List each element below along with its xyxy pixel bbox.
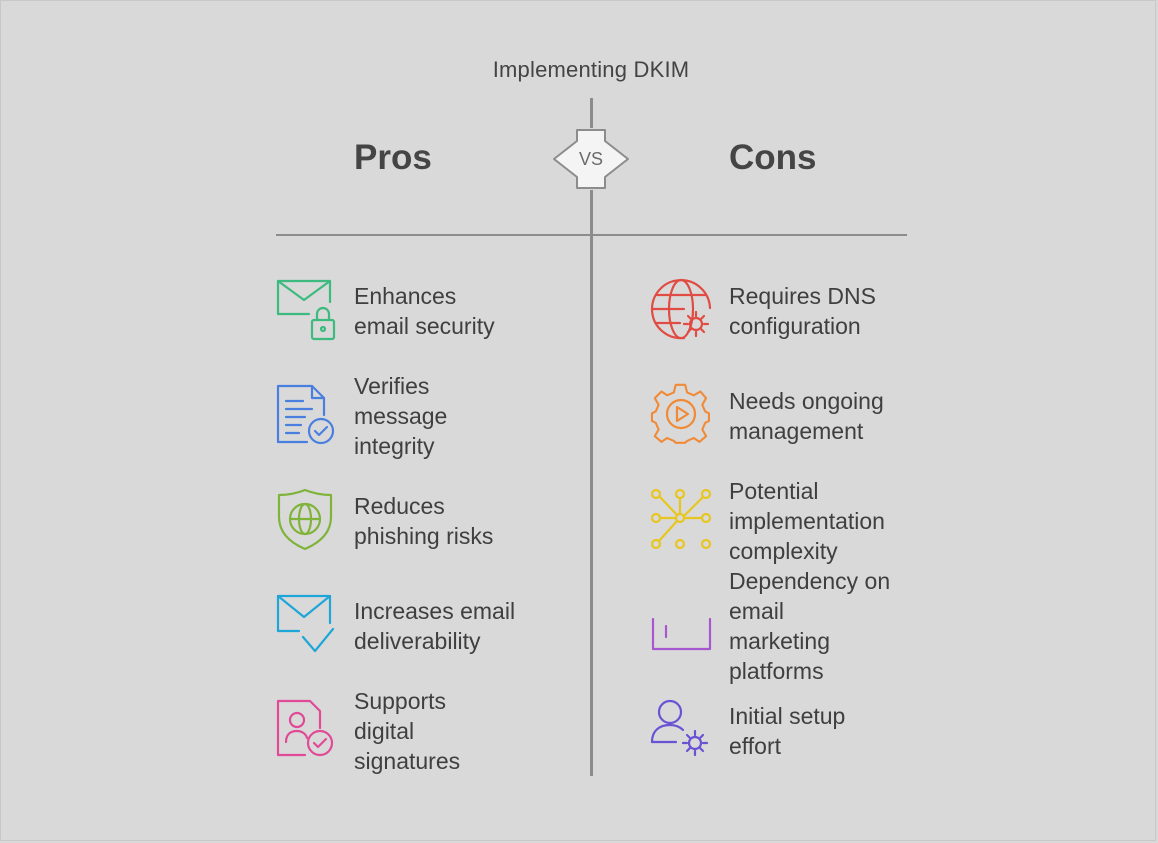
document-check-icon <box>276 384 335 445</box>
con-item-ongoing-management: Needs ongoing management <box>729 388 884 444</box>
con-item-setup-effort: Initial setup effort <box>729 703 846 759</box>
con-item-implementation-complexity: Potential implementation complexity <box>729 478 885 564</box>
vs-badge <box>553 129 629 189</box>
pro-item-message-integrity: Verifies message integrity <box>354 373 448 459</box>
pro-item-email-security: Enhances email security <box>354 283 495 339</box>
user-gear-icon <box>650 699 709 757</box>
email-check-icon <box>276 594 335 653</box>
pros-heading: Pros <box>354 138 432 177</box>
pro-item-phishing-risks: Reduces phishing risks <box>354 493 494 549</box>
globe-gear-icon <box>650 278 712 340</box>
shield-globe-icon <box>277 488 333 551</box>
center-divider <box>590 190 593 776</box>
email-lock-icon <box>276 279 336 341</box>
gear-play-icon <box>650 383 710 444</box>
diagram-title: Implementing DKIM <box>492 57 690 82</box>
center-divider-top <box>590 98 593 128</box>
frame-bracket-icon <box>651 617 712 651</box>
header-divider <box>276 234 907 236</box>
pro-item-deliverability: Increases email deliverability <box>354 598 516 654</box>
vs-label: VS <box>578 149 603 169</box>
pro-item-digital-signatures: Supports digital signatures <box>354 688 461 774</box>
con-item-dns-configuration: Requires DNS configuration <box>729 283 876 339</box>
network-nodes-icon <box>650 488 712 550</box>
signature-document-icon <box>276 699 334 757</box>
con-item-platform-dependency: Dependency on email marketing platforms <box>729 568 891 684</box>
cons-heading: Cons <box>729 138 817 177</box>
